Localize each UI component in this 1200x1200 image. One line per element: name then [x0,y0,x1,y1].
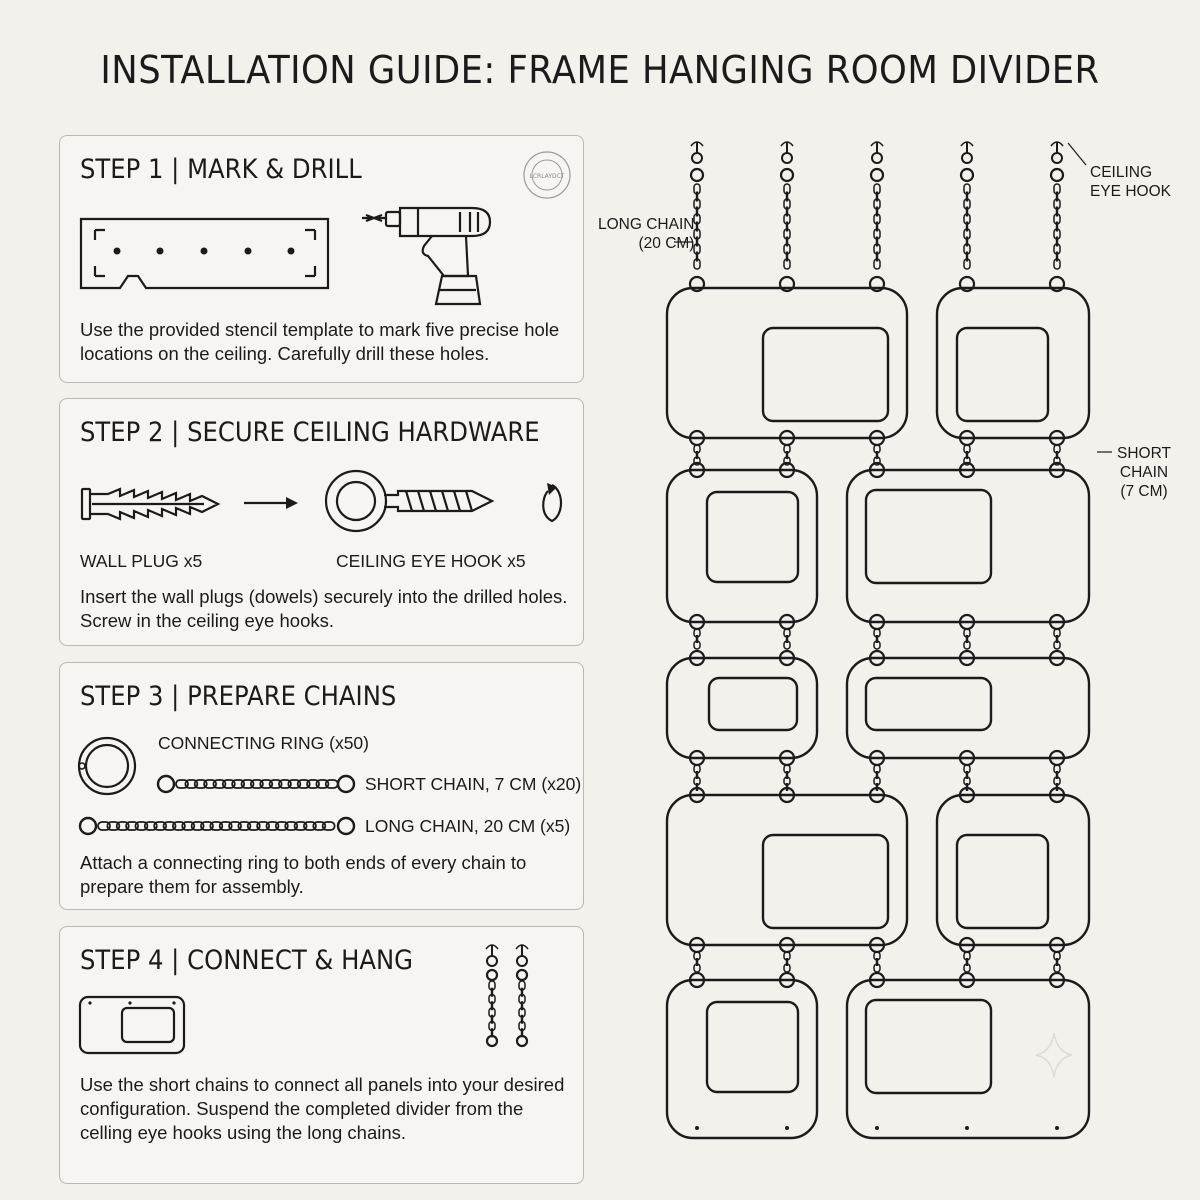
sparkle-icon [1035,1032,1073,1078]
rotate-icon [542,483,563,523]
divider-panel [935,286,1091,440]
short-chain [868,429,886,479]
long-chain [1048,141,1066,293]
step-2-description: Insert the wall plugs (dowels) securely … [80,586,568,631]
step-3-description: Attach a connecting ring to both ends of… [80,852,527,897]
divider-panel [845,468,1091,624]
callout-line [1067,142,1087,166]
short-chain [958,936,976,989]
step-4-card: STEP 4 | CONNECT & HANG Use the short ch… [59,926,584,1184]
long-chain [958,141,976,293]
short-chain [778,613,796,667]
short-chain [1048,749,1066,804]
connecting-ring-label: CONNECTING RING (x50) [158,733,369,753]
short-chain [778,429,796,479]
short-chain [868,749,886,804]
wall-plug-label: WALL PLUG x5 [80,551,203,571]
eye-hook-label: CEILING EYE HOOK x5 [336,551,526,571]
arrow-right-icon [244,497,298,509]
long-chain-label: LONG CHAIN, 20 CM (x5) [365,816,571,836]
short-chain [958,429,976,479]
short-chain-callout: SHORT CHAIN (7 CM) [1117,445,1171,500]
step-2-title: STEP 2 | SECURE CEILING HARDWARE [80,417,540,448]
power-drill-icon [362,206,492,306]
divider-panel [665,793,909,947]
step-4-description: Use the short chains to connect all pane… [80,1074,565,1143]
ceiling-eye-hook-icon [324,469,495,533]
short-chain-label: SHORT CHAIN, 7 CM (x20) [365,774,582,794]
step-1-description: Use the provided stencil template to mar… [80,319,560,364]
short-chain [958,613,976,667]
short-chain [868,613,886,667]
divider-panel [935,793,1091,947]
short-chain [868,936,886,989]
quality-seal-icon: LCRLAYDCT [523,151,571,199]
hanging-chains-icon [485,944,529,1048]
divider-panel [665,286,909,440]
short-chain [778,749,796,804]
step-3-title: STEP 3 | PREPARE CHAINS [80,681,397,712]
long-chain-callout: LONG CHAIN (20 CM) [598,216,695,252]
long-chain [688,141,706,293]
divider-panel [665,978,819,1140]
ceiling-hook-callout: CEILING EYE HOOK [1090,164,1171,200]
wall-plug-icon [80,487,221,521]
step-2-card: STEP 2 | SECURE CEILING HARDWARE WALL PL… [59,398,584,646]
short-chain [1048,429,1066,479]
step-1-title: STEP 1 | MARK & DRILL [80,154,362,185]
short-chain [1048,613,1066,667]
short-chain [688,936,706,989]
step-3-card: STEP 3 | PREPARE CHAINS CONNECTING RING … [59,662,584,910]
short-chain [688,749,706,804]
short-chain-icon [156,774,356,794]
short-chain [688,429,706,479]
page-title: INSTALLATION GUIDE: FRAME HANGING ROOM D… [100,48,1100,92]
long-chain [868,141,886,293]
divider-panel [845,656,1091,760]
short-chain [688,613,706,667]
short-chain [1048,936,1066,989]
connecting-ring-icon [77,736,137,796]
stencil-template-icon [79,217,330,290]
short-chain [958,749,976,804]
divider-panel [845,978,1091,1140]
long-chain [778,141,796,293]
panel-icon [78,995,186,1055]
divider-panel [665,656,819,760]
short-chain [778,936,796,989]
svg-text:LCRLAYDCT: LCRLAYDCT [530,173,565,180]
divider-panel [665,468,819,624]
step-1-card: STEP 1 | MARK & DRILL LCRLAYDCT Use the … [59,135,584,383]
long-chain-icon [78,816,356,836]
step-4-title: STEP 4 | CONNECT & HANG [80,945,414,976]
